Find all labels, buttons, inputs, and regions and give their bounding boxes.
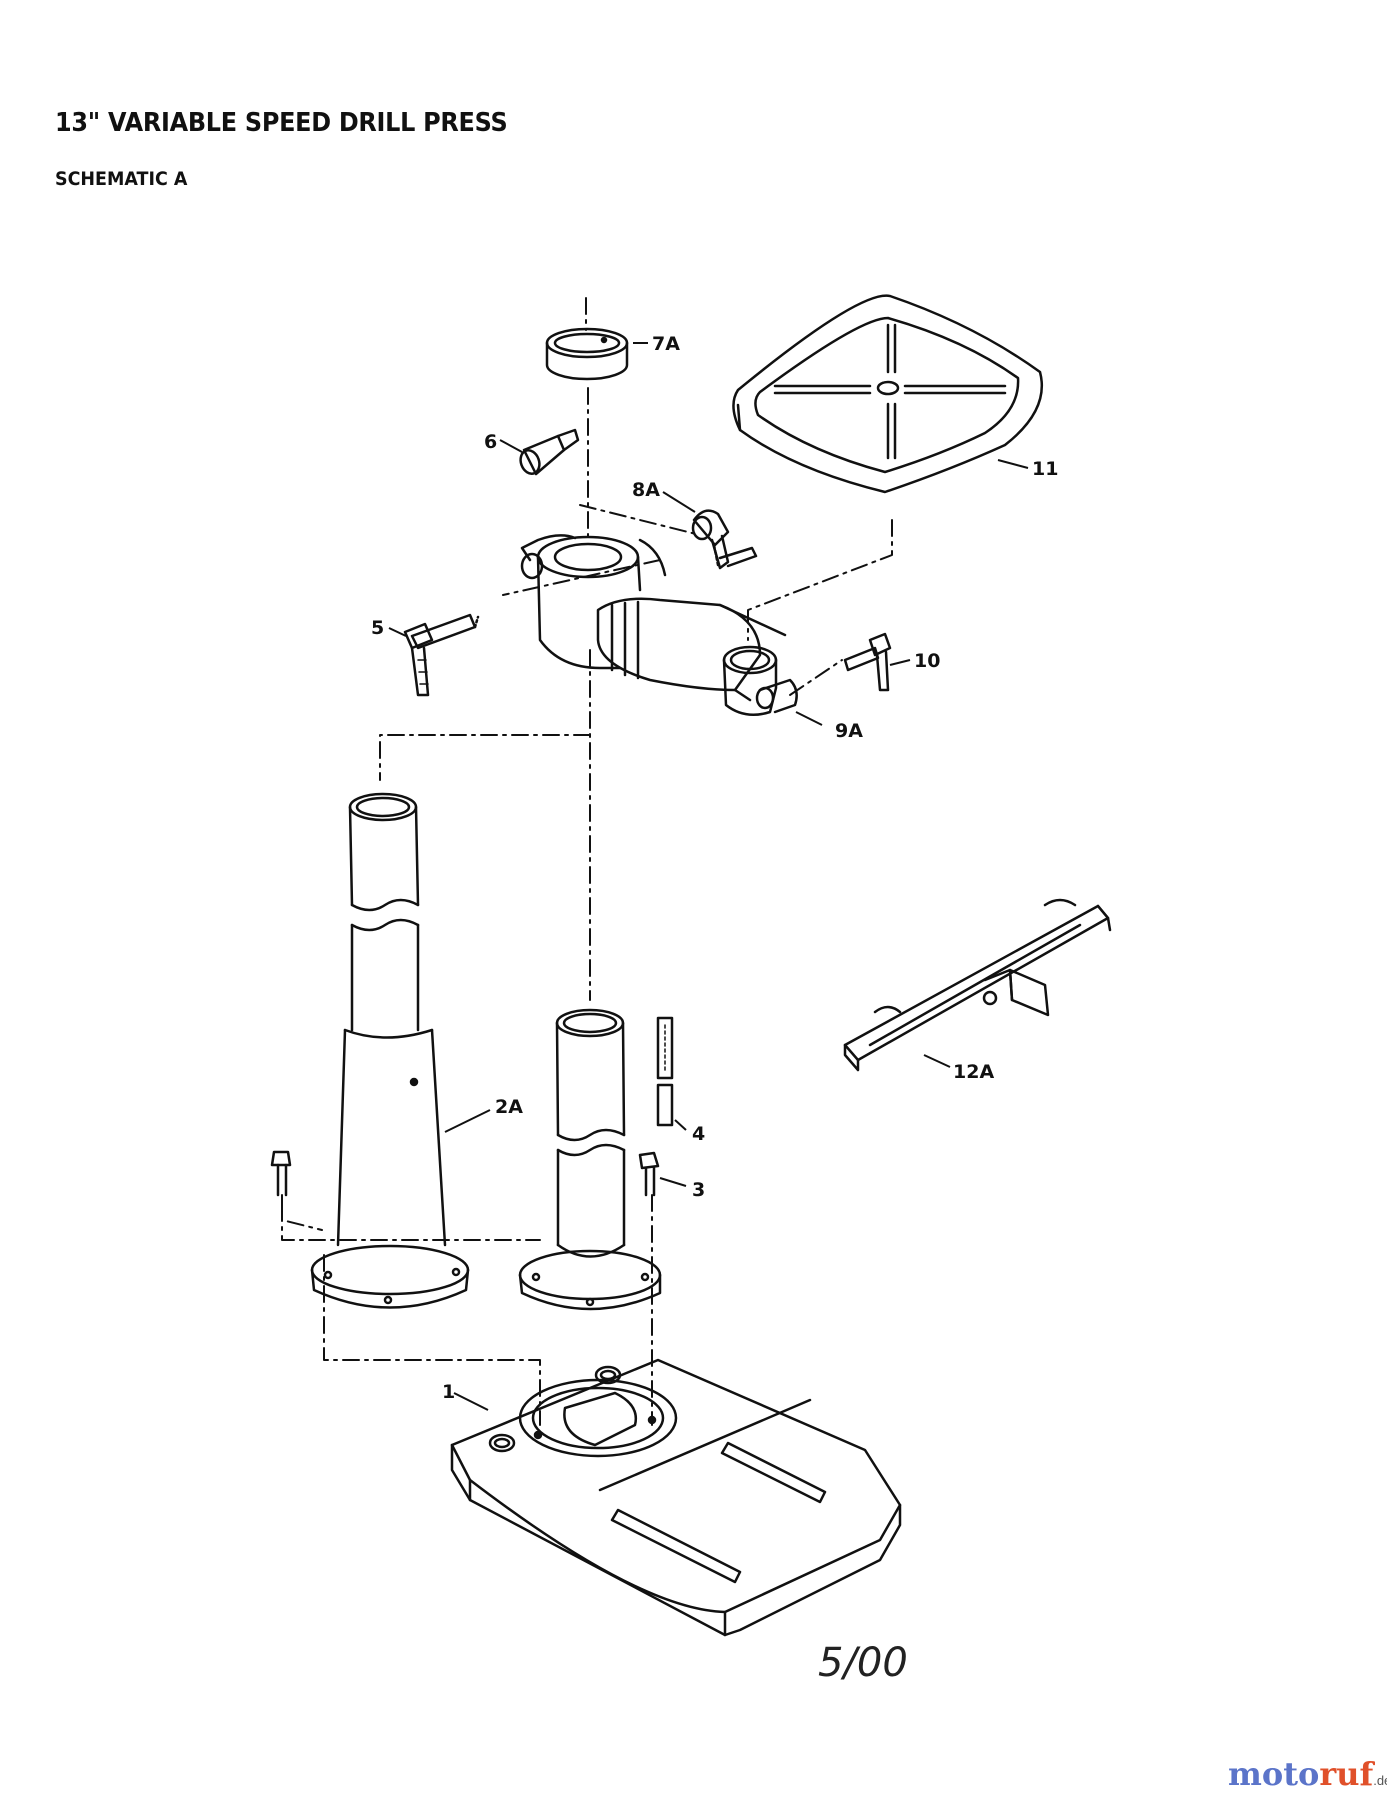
watermark-logo: motoruf.de <box>1228 1755 1387 1793</box>
column-2a <box>310 792 470 1309</box>
crank-8a <box>691 509 758 570</box>
label-7a: 7A <box>652 333 680 355</box>
table-arm-9a <box>520 534 798 717</box>
ring-7a <box>545 327 629 381</box>
label-6: 6 <box>484 431 497 453</box>
watermark-ruf: ruf <box>1319 1755 1374 1793</box>
label-11: 11 <box>1032 458 1058 480</box>
schematic-subtitle: SCHEMATIC A <box>55 168 188 190</box>
clamp-handle-5 <box>403 613 480 697</box>
label-1: 1 <box>442 1381 455 1403</box>
part-labels: 7A 6 8A 11 5 10 9A 12A 2A 4 3 1 <box>371 333 1058 1403</box>
label-12a: 12A <box>953 1061 994 1083</box>
knob-6 <box>519 428 580 476</box>
label-3: 3 <box>692 1179 705 1201</box>
bolts-3 <box>270 1150 660 1197</box>
label-4: 4 <box>692 1123 705 1145</box>
label-9a: 9A <box>835 720 863 742</box>
base-1 <box>450 1358 902 1637</box>
label-8a: 8A <box>632 479 660 501</box>
label-5: 5 <box>371 617 384 639</box>
short-column <box>518 1008 662 1311</box>
rack-4 <box>656 1016 674 1127</box>
page-title: 13" VARIABLE SPEED DRILL PRESS <box>55 108 508 138</box>
watermark-tld: .de <box>1373 1773 1387 1788</box>
table-lock-handle-10 <box>843 632 892 692</box>
revision-date: 5/00 <box>818 1640 908 1686</box>
label-10: 10 <box>914 650 940 672</box>
fence-12a <box>843 898 1112 1072</box>
table-11 <box>732 294 1044 494</box>
label-2a: 2A <box>495 1096 523 1118</box>
leader-lines <box>388 342 1029 1411</box>
watermark-moto: moto <box>1228 1755 1320 1793</box>
